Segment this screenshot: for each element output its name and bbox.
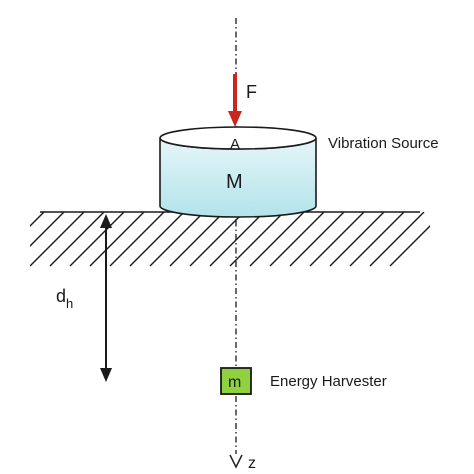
force-arrow-head bbox=[228, 111, 242, 127]
ground-hatch-line bbox=[129, 212, 185, 267]
ground-hatch-line bbox=[30, 212, 85, 267]
axis-arrowhead bbox=[229, 454, 243, 469]
force-label: F bbox=[246, 82, 257, 102]
distance-arrow-head-bottom bbox=[100, 368, 112, 382]
ground-hatch-line bbox=[89, 212, 145, 267]
ground-hatch-line bbox=[209, 212, 265, 267]
ground-hatch-line bbox=[329, 212, 385, 267]
ground-hatch-line bbox=[149, 212, 205, 267]
ground-hatch-line bbox=[389, 225, 430, 267]
harvester-box bbox=[220, 367, 252, 395]
energy-harvester: m bbox=[220, 367, 252, 395]
axis-label: z bbox=[248, 455, 256, 472]
ground bbox=[30, 211, 430, 267]
vibration-source: A M bbox=[159, 126, 317, 218]
point-a-label: A bbox=[230, 136, 240, 153]
ground-hatch-line bbox=[30, 212, 65, 247]
ground-hatch-line bbox=[349, 212, 405, 267]
source-mass-label: M bbox=[226, 171, 243, 193]
ground-hatch-line bbox=[189, 212, 245, 267]
distance-label: dh bbox=[56, 286, 73, 311]
ground-hatch-line bbox=[309, 212, 365, 267]
distance-subscript: h bbox=[66, 296, 73, 311]
distance-arrow-head-top bbox=[100, 214, 112, 228]
force-arrow bbox=[228, 74, 242, 127]
ground-hatch-line bbox=[49, 212, 105, 267]
source-caption: Vibration Source bbox=[328, 135, 439, 152]
cylinder-top bbox=[159, 126, 317, 150]
distance-dimension bbox=[100, 214, 112, 382]
ground-hatch-line bbox=[369, 212, 425, 267]
ground-hatch-line bbox=[289, 212, 345, 267]
distance-symbol: d bbox=[56, 286, 66, 306]
ground-hatch-line bbox=[229, 212, 285, 267]
ground-hatch-line bbox=[109, 212, 165, 267]
harvester-mass-label: m bbox=[228, 374, 241, 391]
ground-hatch-line bbox=[249, 212, 305, 267]
ground-hatch-line bbox=[30, 212, 45, 227]
harvester-caption: Energy Harvester bbox=[270, 373, 387, 390]
ground-hatch-line bbox=[69, 212, 125, 267]
ground-hatch-line bbox=[169, 212, 225, 267]
ground-hatch-line bbox=[269, 212, 325, 267]
